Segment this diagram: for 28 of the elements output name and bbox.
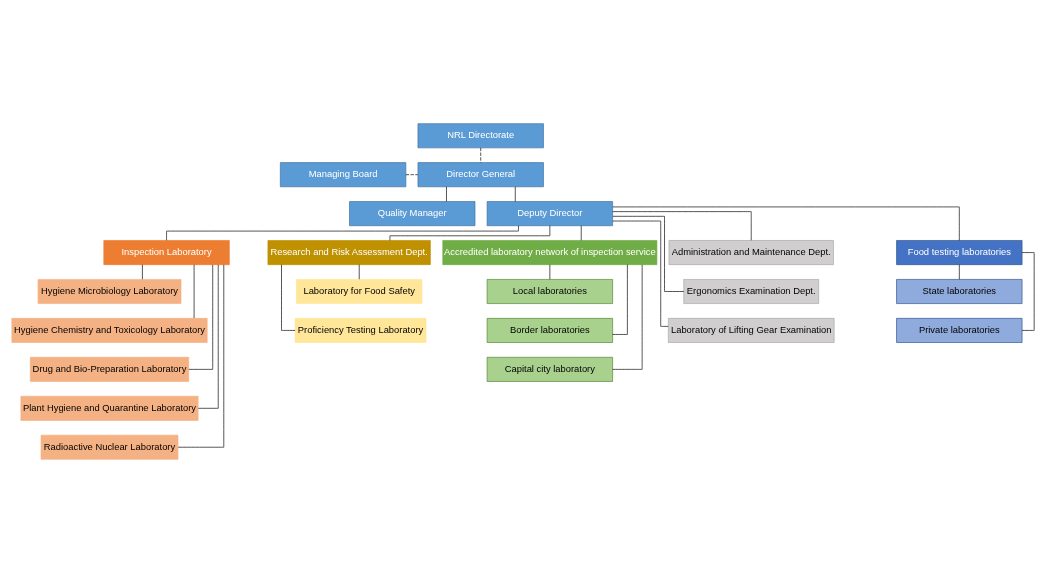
node-box: Ergonomics Examination Dept. [683, 278, 820, 304]
node-box: Food testing laboratories [896, 239, 1023, 265]
node-box: Accredited laboratory network of inspection service [442, 239, 658, 265]
node-box: Research and Risk Assessment Dept. [267, 239, 431, 265]
node-box: Proficiency Testing Laboratory [294, 317, 427, 343]
node-box: Director General [417, 161, 544, 187]
node-box: Quality Manager [349, 200, 476, 226]
connector [612, 215, 685, 292]
node-box: Inspection Laboratory [103, 239, 230, 265]
node-box: Laboratory for Food Safety [296, 278, 423, 304]
node-box: Hygiene Chemistry and Toxicology Laboratory [11, 317, 208, 343]
node-box: Radioactive Nuclear Laboratory [40, 434, 179, 460]
connector [166, 224, 519, 241]
node-box: Border laboratories [486, 317, 613, 343]
node-box: Managing Board [280, 161, 407, 187]
connector [446, 185, 447, 202]
node-box: Plant Hygiene and Quarantine Laboratory [20, 395, 199, 421]
node-box: Private laboratories [896, 317, 1023, 343]
node-box: Capital city laboratory [486, 356, 613, 382]
node-box: State laboratories [896, 278, 1023, 304]
node-box: Laboratory of Lifting Gear Examination [668, 317, 835, 343]
node-box: Administration and Maintenance Dept. [668, 239, 834, 265]
node-box: Hygiene Microbiology Laboratory [37, 278, 182, 304]
node-box: NRL Directorate [417, 122, 544, 148]
node-box: Deputy Director [486, 200, 613, 226]
node-box: Local laboratories [486, 278, 613, 304]
node-box: Drug and Bio-Preparation Laboratory [29, 356, 190, 382]
connector [612, 263, 628, 335]
